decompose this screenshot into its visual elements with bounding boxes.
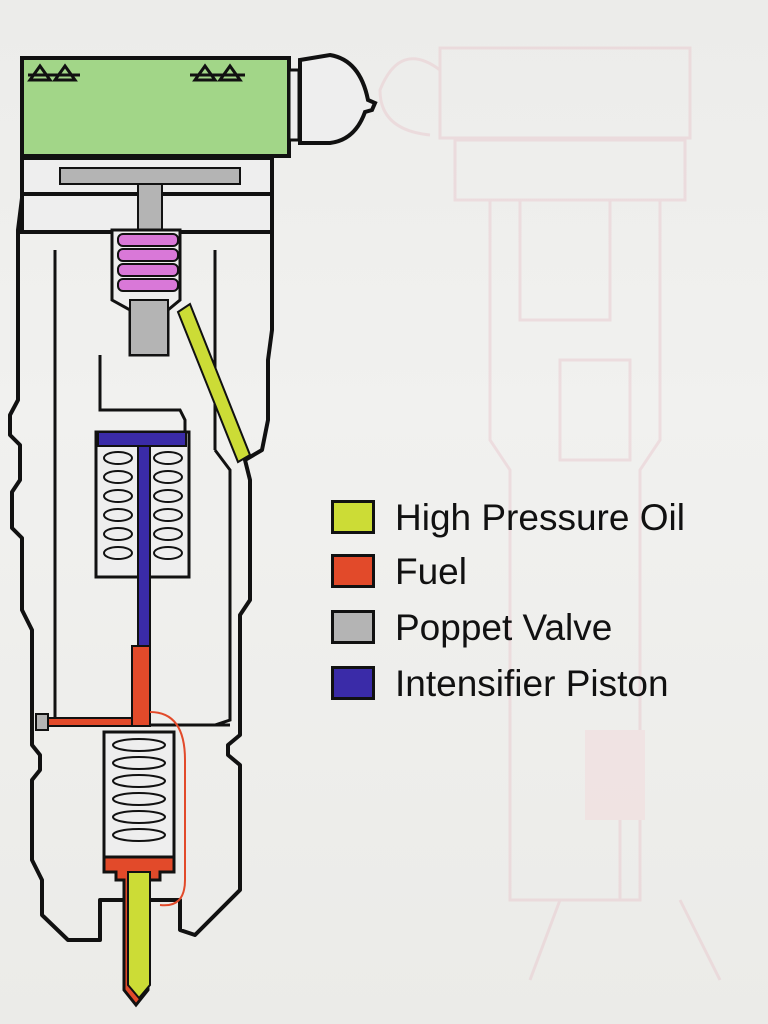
legend-swatch-intensifier-piston <box>331 666 375 700</box>
poppet-valve-body <box>130 300 168 355</box>
check-ball <box>36 714 48 730</box>
legend-label-high-pressure-oil: High Pressure Oil <box>395 496 685 540</box>
legend-label-fuel: Fuel <box>395 550 467 594</box>
electrical-connector <box>300 55 375 143</box>
legend-swatch-high-pressure-oil <box>331 500 375 534</box>
intensifier-piston-rod <box>138 446 150 646</box>
intensifier-piston-head <box>98 432 186 446</box>
connector-flange <box>289 70 299 140</box>
fuel-passage <box>48 718 132 726</box>
nozzle-needle <box>128 872 150 998</box>
fuel-plunger <box>132 646 150 726</box>
legend-label-intensifier-piston: Intensifier Piston <box>395 662 669 706</box>
poppet-valve-stem <box>138 184 162 230</box>
poppet-valve-plate <box>60 168 240 184</box>
legend-label-poppet-valve: Poppet Valve <box>395 606 612 650</box>
legend-swatch-poppet-valve <box>331 610 375 644</box>
legend-swatch-fuel <box>331 554 375 588</box>
